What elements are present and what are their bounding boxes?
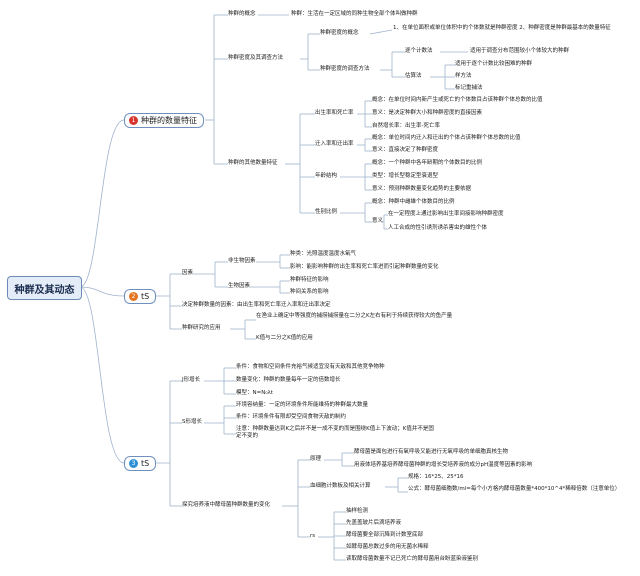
topic-1-node[interactable]: 1 种群的数量特征 xyxy=(124,113,204,128)
node-abiotic[interactable]: 非生物因素 xyxy=(228,258,256,264)
node-concept[interactable]: 种群的概念 xyxy=(228,11,256,17)
node-j-3[interactable]: 模型：N=N₀λt xyxy=(236,390,273,396)
node-sex-concept[interactable]: 概念：种群中雌雄个体数目的比例 xyxy=(372,199,455,205)
topic-2-node[interactable]: 2 tS xyxy=(124,289,157,304)
node-s-3[interactable]: 注意：种群数量达到K之后并不是一成不变的而是围绕K值上下波动；K值并不是固定不变… xyxy=(236,426,434,439)
node-app-1[interactable]: 在渔业上确定中等强度的捕捞捕捞量在二分之K左右有利于持续获得较大的鱼产量 xyxy=(256,313,453,319)
node-j-2[interactable]: 数量变化：种群的数量每年一定的倍数增长 xyxy=(236,377,341,383)
node-biotic-2[interactable]: 种间关系的影响 xyxy=(290,289,329,295)
topic-3-label: tS xyxy=(141,459,150,468)
node-age-1[interactable]: 概念：一个种群中各年龄期的个体数目的比例 xyxy=(372,160,483,166)
topic-2-label: tS xyxy=(141,292,150,301)
node-s-1[interactable]: 环境容纳量：一定的环境条件所能维持的种群最大数量 xyxy=(236,402,369,408)
node-sex-meaning[interactable]: 意义 xyxy=(372,218,384,224)
node-age-3[interactable]: 意义：预测种群数量变化趋势的主要依据 xyxy=(372,186,472,192)
node-other[interactable]: 种群的其他数量特征 xyxy=(228,160,278,166)
node-birth-1[interactable]: 概念：在单位时间内新产生或死亡的个体数目占该种群个体总数的比值 xyxy=(372,97,543,103)
node-density-def[interactable]: 种群密度的概念 xyxy=(320,30,359,36)
topic-1-label: 种群的数量特征 xyxy=(141,116,197,125)
node-j[interactable]: J形增长 xyxy=(182,377,201,383)
topic-3-node[interactable]: 3 tS xyxy=(124,456,157,471)
node-steps-1[interactable]: 抽样检测 xyxy=(346,508,369,514)
node-steps-2[interactable]: 先盖盖玻片后滴培养液 xyxy=(346,520,402,526)
node-concept-text[interactable]: 种群：生活在一定区域的同种生物全部个体叫做种群 xyxy=(291,11,418,17)
node-estimate[interactable]: 估算法 xyxy=(405,73,422,79)
node-density-def-text[interactable]: 1、在单位面积或单位体积中的个体数就是种群密度 2、种群密度是种群最基本的数量特… xyxy=(393,25,611,31)
node-birth-3[interactable]: 自然增长率：出生率-死亡率 xyxy=(372,123,440,129)
node-biotic[interactable]: 生物因素 xyxy=(228,283,251,289)
node-counting-1[interactable]: 规格：16*25、25*16 xyxy=(408,474,464,480)
node-sex-meaning-1[interactable]: 在一定程度上通过影响出生率间接影响种群密度 xyxy=(388,211,504,217)
node-steps-3[interactable]: 酵母菌要全部沉降到计数室底部 xyxy=(346,532,424,538)
node-birth-2[interactable]: 意义：是决定种群大小和种群密度的直接因素 xyxy=(372,110,483,116)
node-birth[interactable]: 出生率和死亡率 xyxy=(315,110,354,116)
node-survey[interactable]: 种群密度的调查方法 xyxy=(320,66,370,72)
root-label: 种群及其动态 xyxy=(14,284,75,296)
node-sex-meaning-2[interactable]: 人工合成的性引诱剂诱杀害虫的雄性个体 xyxy=(388,225,488,231)
node-migr[interactable]: 迁入率和迁出率 xyxy=(315,141,354,147)
node-biotic-1[interactable]: 种群特征的影响 xyxy=(290,277,329,283)
node-app[interactable]: 种群研究的应用 xyxy=(182,325,221,331)
node-steps-4[interactable]: 如酵母菌总数过多的用无菌水稀释 xyxy=(346,544,429,550)
node-exp[interactable]: 探究培养液中酵母菌种群数量的变化 xyxy=(182,502,271,508)
node-factors[interactable]: 因素 xyxy=(182,270,194,276)
node-migr-1[interactable]: 概念：单位时间内迁入和迁出的个体占该种群个体总数的比值 xyxy=(372,135,521,141)
number-2-badge-icon: 2 xyxy=(129,292,138,301)
node-j-1[interactable]: 条件：食物和空间条件充裕气候适宜没有天敌和其他竞争物种 xyxy=(236,364,385,370)
number-3-badge-icon: 3 xyxy=(129,459,138,468)
node-count-text[interactable]: 适用于调查分布范围较小个体较大的种群 xyxy=(470,48,570,54)
node-counting-2[interactable]: 公式：酵母菌细胞数/ml=每个小方格内酵母菌数量*400*10^4*稀释倍数（注… xyxy=(408,486,621,492)
node-app-2[interactable]: K值与二分之K值的应用 xyxy=(256,335,313,341)
root-node[interactable]: 种群及其动态 xyxy=(7,276,82,300)
node-steps[interactable]: rs xyxy=(310,533,316,539)
node-estimate-2[interactable]: 样方法 xyxy=(455,73,472,79)
node-s[interactable]: S形增长 xyxy=(182,419,202,425)
node-sex[interactable]: 性别比例 xyxy=(315,209,338,215)
node-estimate-1[interactable]: 适用于逐个计数比较困难的种群 xyxy=(455,61,533,67)
node-steps-5[interactable]: 读取酵母菌数量不记已死亡的酵母菌用台盼蓝染液鉴别 xyxy=(346,556,479,562)
node-migr-2[interactable]: 意义：直接决定了种群密度 xyxy=(372,147,439,153)
node-estimate-3[interactable]: 标记重捕法 xyxy=(455,85,483,91)
node-principle-1[interactable]: 酵母菌是面包进行有氧呼吸又能进行无氧呼吸的单细胞真核生物 xyxy=(354,449,509,455)
node-age-2[interactable]: 类型：增长型稳定型衰退型 xyxy=(372,173,439,179)
node-abiotic-1[interactable]: 种类：光照温度温度水氧气 xyxy=(290,251,357,257)
node-age[interactable]: 年龄结构 xyxy=(315,173,338,179)
number-1-badge-icon: 1 xyxy=(129,116,138,125)
node-principle[interactable]: 原理 xyxy=(310,456,322,462)
node-counting[interactable]: 血细胞计数板及相关计算 xyxy=(310,483,371,489)
node-s-2[interactable]: 条件：环境条件有限却受空间食物天敌的制约 xyxy=(236,414,347,420)
node-abiotic-2[interactable]: 影响：能影响种群的出生率和死亡率进而引起种群数量的变化 xyxy=(290,264,439,270)
node-density[interactable]: 种群密度及其调查方法 xyxy=(228,55,284,61)
node-principle-2[interactable]: 用液体培养基培养酵母菌种群的增长受培养液的成分pH温度等因素的影响 xyxy=(354,462,533,468)
node-decisive[interactable]: 决定种群数量的因素：由出生率和死亡率迁入率和迁出率决定 xyxy=(182,302,331,308)
node-count-method[interactable]: 逐个计数法 xyxy=(405,48,433,54)
